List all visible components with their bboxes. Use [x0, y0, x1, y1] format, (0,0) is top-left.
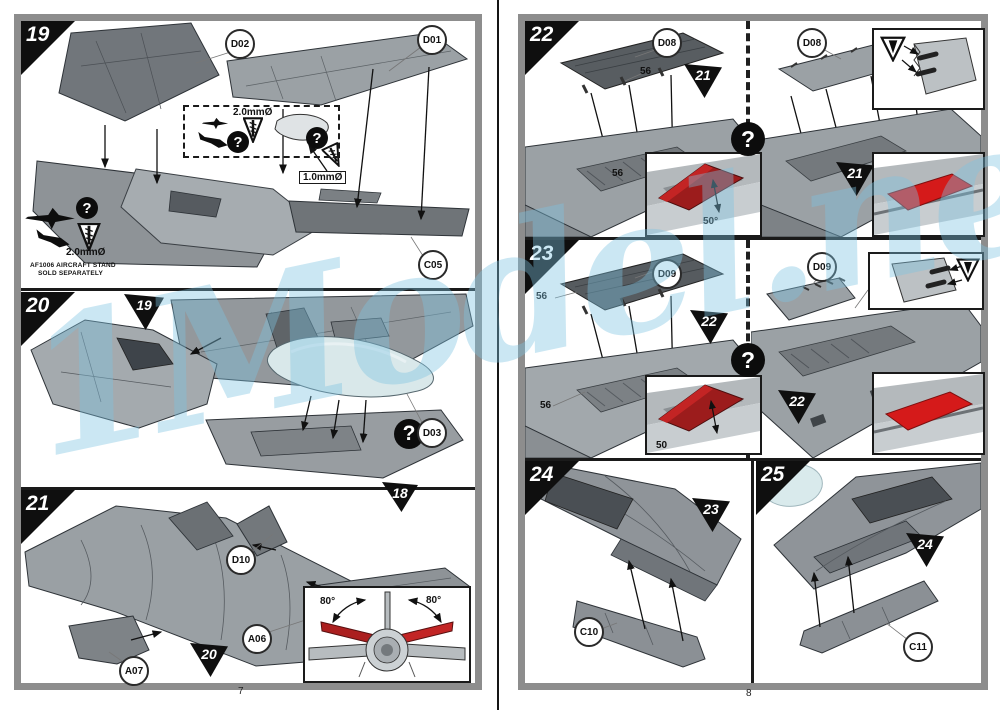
part-label-d02: D02 [225, 29, 255, 59]
flap-angle-label: 50 [656, 440, 668, 451]
page-number-8: 8 [746, 688, 752, 699]
part-label-c10: C10 [574, 617, 604, 647]
pin-label-56: 56 [536, 291, 548, 302]
part-label-d09: D09 [652, 259, 682, 289]
page-gutter-divider [497, 0, 499, 710]
red-flap-closed [884, 391, 974, 431]
part-label-d08: D08 [652, 28, 682, 58]
fuel-tank-highlight [290, 342, 407, 364]
step23-24-divider [525, 458, 981, 461]
page-number-7: 7 [238, 686, 244, 697]
step-20-illustration [30, 293, 474, 479]
assembly-arrows [627, 559, 684, 642]
page-8-frame [518, 14, 988, 690]
pin-label-56: 56 [640, 66, 652, 77]
pin-label-56: 56 [540, 400, 552, 411]
drill-size-label: 1.0mmØ [299, 171, 347, 184]
wing-underside [525, 461, 742, 602]
angle-arrow-right [407, 597, 442, 624]
assembly-arrows [101, 66, 430, 221]
flap-d09-drawing [559, 253, 725, 315]
step-25-illustration [763, 462, 981, 654]
flap-angle-inset-23 [645, 375, 762, 455]
wing-upper-parts [58, 22, 469, 122]
step24-25-divider [751, 461, 754, 683]
stand-note-line2: SOLD SEPARATELY [38, 270, 104, 277]
flap-closed-inset-23 [872, 372, 985, 455]
step-24-illustration [525, 461, 742, 668]
assembly-arrows [189, 337, 368, 444]
wing-lower-assembly [32, 160, 470, 268]
flap-angle-label: 50° [703, 216, 719, 227]
step20-21-divider [21, 487, 475, 490]
part-c10-drawing [572, 600, 706, 668]
question-mark-icon: ? [731, 122, 765, 156]
question-mark-icon: ? [227, 131, 249, 153]
flap-closed-inset-22 [872, 152, 985, 237]
part-label-d01: D01 [417, 25, 447, 55]
red-flap-closed [886, 173, 974, 211]
question-mark-icon: ? [731, 343, 765, 377]
flap-d08-drawing [559, 32, 725, 94]
knife-icon [880, 36, 906, 62]
step22-23-divider [525, 237, 981, 240]
fuel-tank-clear-part [267, 336, 434, 398]
remove-pins-inset-23 [868, 252, 984, 310]
step19-20-divider [21, 288, 475, 291]
part-label-c11: C11 [903, 632, 933, 662]
flap-angle-inset-22 [645, 152, 762, 237]
part-label-c05: C05 [418, 250, 448, 280]
assembly-arrows [811, 555, 855, 628]
drill-size-label: 2.0mmØ [233, 107, 273, 118]
rear-view-inset [303, 586, 471, 683]
part-label-d03: D03 [417, 418, 447, 448]
part-label-a07: A07 [119, 656, 149, 686]
question-mark-icon: ? [306, 127, 328, 149]
question-mark-icon: ? [76, 197, 98, 219]
step-19-illustration [25, 22, 470, 268]
stand-note-line1: AF1006 AIRCRAFT STAND [30, 262, 116, 269]
wing-underside [773, 462, 981, 590]
angle-arrow-left [332, 597, 367, 624]
part-c11-drawing [799, 580, 939, 654]
knife-icon [956, 258, 980, 282]
nose-fuselage [30, 319, 218, 429]
rear-view-drawing [308, 591, 466, 678]
angle-label-right: 80° [426, 595, 442, 606]
remove-pins-inset-22 [872, 28, 985, 110]
drill-option-dashed-box [183, 105, 340, 158]
part-d10-drawing [236, 505, 288, 557]
part-label-a06: A06 [242, 624, 272, 654]
flap-d09-drawing [766, 277, 856, 321]
part-label-d08: D08 [797, 28, 827, 58]
part-label-d09: D09 [807, 252, 837, 282]
pin-label-56: 56 [612, 168, 624, 179]
angle-label-left: 80° [320, 596, 336, 607]
stand-drill-size-label: 2.0mmØ [66, 247, 106, 258]
part-label-d10: D10 [226, 545, 256, 575]
page-7-frame [14, 14, 482, 690]
